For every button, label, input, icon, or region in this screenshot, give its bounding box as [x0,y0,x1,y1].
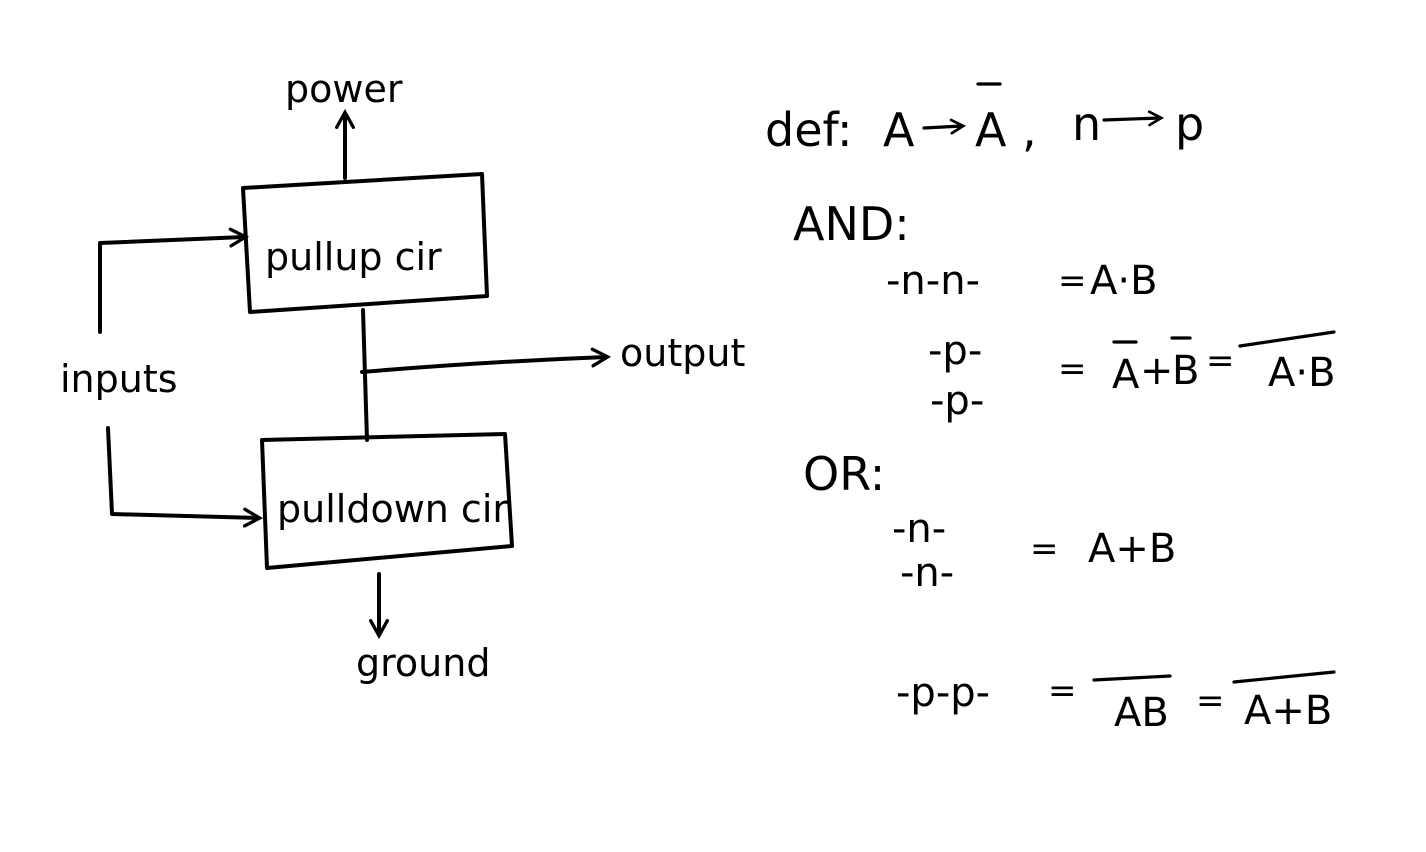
def-label: def: [765,103,853,157]
and-parallel-b: B [1172,348,1199,394]
or-parallel-expr: A+B [1088,526,1176,572]
def-n: n [1072,97,1101,151]
and-parallel-bottom: -p- [930,378,984,424]
ground-label: ground [356,641,490,685]
or-series-equals-2: = [1196,681,1225,721]
or-parallel-bottom: -n- [900,550,954,596]
pullup-box [241,172,489,314]
or-series-chain: -p-p- [896,670,990,716]
pullup-label: pullup cir [265,235,442,279]
or-parallel-equals: = [1030,529,1059,569]
def-p: p [1175,97,1204,151]
and-parallel-equals-2: = [1206,341,1235,381]
and-series-chain: -n-n- [886,258,980,304]
nor-overbar [1232,670,1336,684]
def-a-bar: A [975,103,1007,157]
and-parallel-plus: + [1140,348,1174,394]
or-series-equals: = [1048,671,1077,711]
def-arrow-2 [1102,118,1160,120]
or-series-row: -p-p- = AB = A+B [896,670,1336,736]
ab-overbar [1092,674,1172,682]
and-heading: AND: [793,197,910,251]
or-series-ab: AB [1114,690,1169,736]
def-comma: , [1022,103,1037,157]
mid-connector [361,308,369,442]
or-series-nor: A+B [1244,688,1332,734]
def-a: A [883,103,915,157]
and-parallel-row: -p- -p- = A + B = A·B [928,328,1336,424]
definition-line: def: A A , n p [765,82,1204,157]
and-series-row: -n-n- = A·B [886,258,1158,304]
inputs-label: inputs [60,357,178,401]
and-series-equals: = [1058,261,1087,301]
and-parallel-top: -p- [928,328,982,374]
or-parallel-top: -n- [892,506,946,552]
logic-notes: def: A A , n p AND: -n-n- = A·B -p- -p- … [765,82,1336,736]
and-parallel-equals: = [1058,349,1087,389]
nand-overbar [1238,330,1336,348]
cmos-block-diagram: power pullup cir pulldown cir output inp… [60,67,745,685]
output-arrow [360,357,606,374]
pulldown-label: pulldown cir [277,487,508,531]
or-parallel-row: -n- -n- = A+B [892,506,1176,596]
input-arrow-top [98,237,244,334]
output-label: output [620,331,745,375]
def-arrow-1 [922,126,962,128]
pulldown-box [260,432,514,570]
and-series-expr: A·B [1090,258,1158,304]
and-parallel-a: A [1112,352,1140,398]
power-label: power [285,67,403,111]
input-arrow-bottom [106,426,258,518]
or-heading: OR: [803,447,885,501]
and-parallel-nand: A·B [1268,350,1336,396]
